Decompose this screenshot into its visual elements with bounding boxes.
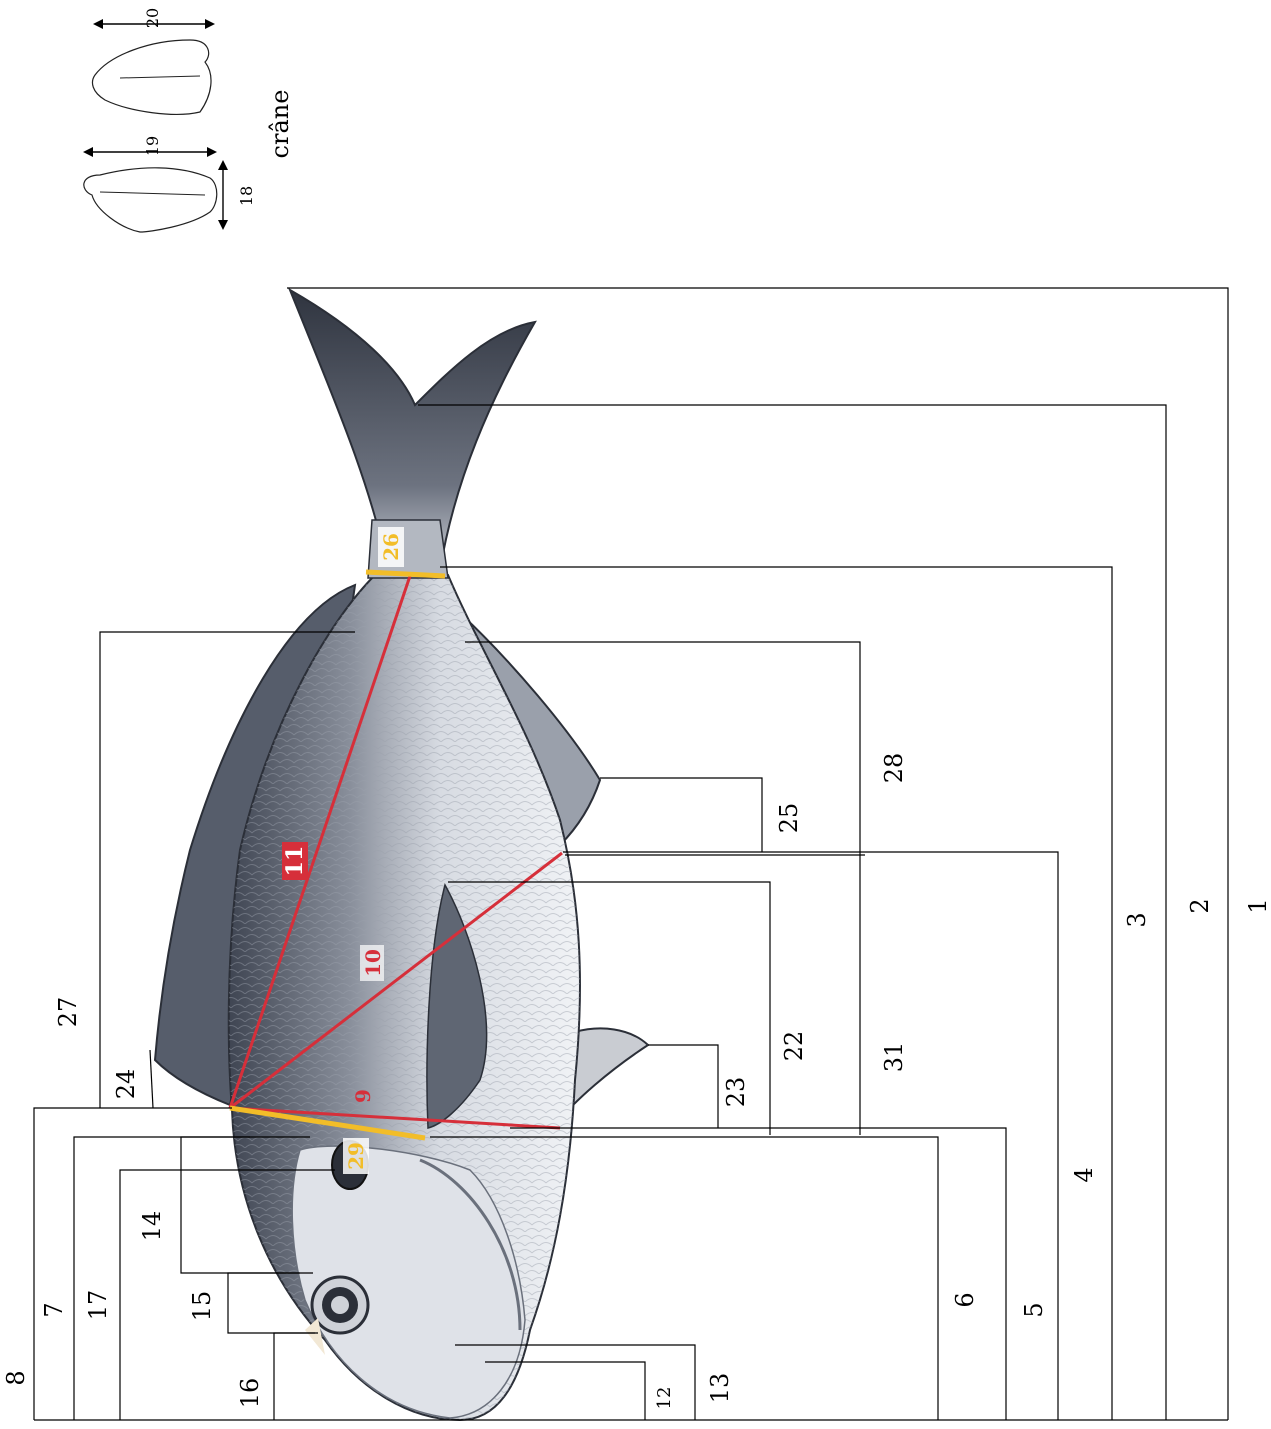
label-3: 3 (1123, 912, 1151, 927)
label-5: 5 (1020, 1302, 1048, 1317)
dimension-4 (563, 852, 1058, 1420)
dimension-23 (648, 1045, 718, 1128)
label-8: 8 (2, 1370, 30, 1385)
label-15: 15 (188, 1291, 216, 1322)
label-19: 19 (143, 136, 162, 156)
dimension-5 (510, 1128, 1006, 1420)
label-13: 13 (706, 1373, 734, 1404)
label-22: 22 (780, 1031, 808, 1062)
label-18: 18 (237, 186, 256, 206)
label-7: 7 (40, 1302, 68, 1317)
label-4: 4 (1070, 1167, 1098, 1182)
dimension-25 (600, 778, 762, 852)
label-25: 25 (775, 803, 803, 834)
label-10: 10 (361, 949, 385, 977)
label-31: 31 (880, 1042, 908, 1073)
dimension-8 (34, 1108, 232, 1420)
label-23: 23 (722, 1077, 750, 1108)
skull-sketches: 18 19 20 crâne (83, 8, 294, 232)
label-29: 29 (344, 1142, 368, 1170)
label-20: 20 (143, 8, 162, 28)
label-14: 14 (138, 1211, 166, 1242)
skull-caption: crâne (266, 90, 294, 159)
label-26: 26 (379, 533, 403, 561)
label-11: 11 (282, 846, 308, 877)
dimension-16 (274, 1333, 318, 1420)
label-6: 6 (951, 1292, 979, 1307)
label-17: 17 (84, 1290, 112, 1321)
label-16: 16 (236, 1378, 264, 1409)
label-12: 12 (654, 1387, 675, 1410)
dimension-24 (150, 1050, 153, 1108)
skull-arrow-18 (218, 160, 228, 230)
label-27: 27 (54, 997, 82, 1028)
label-24: 24 (112, 1069, 140, 1100)
label-2: 2 (1186, 898, 1214, 913)
label-9: 9 (351, 1089, 375, 1103)
label-1: 1 (1244, 898, 1271, 913)
label-28: 28 (880, 753, 908, 784)
skull-outline-top (84, 168, 217, 232)
